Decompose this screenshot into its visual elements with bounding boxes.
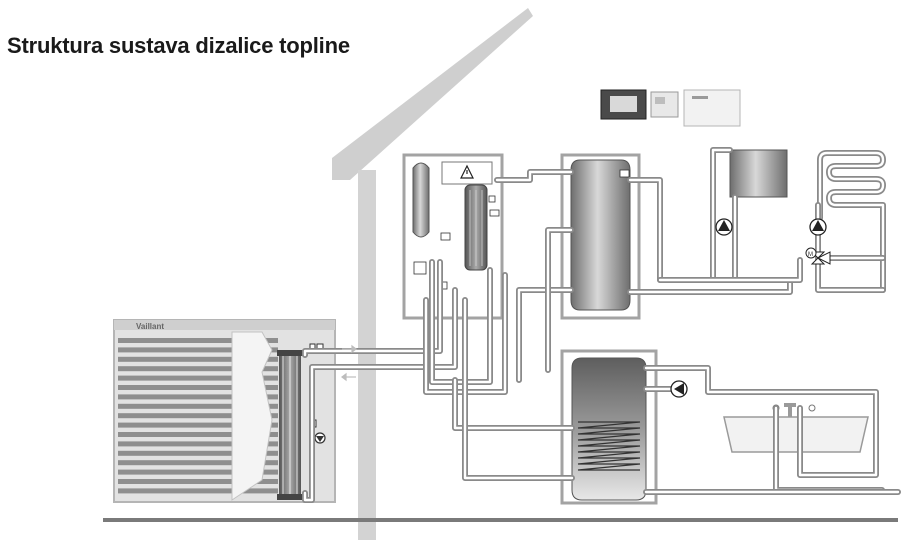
radiator-icon (729, 149, 788, 198)
mixing-valve-icon: M (805, 247, 831, 265)
underfloor-heating-icon (817, 150, 886, 293)
grille-slat (118, 469, 278, 475)
bathtub-icon (723, 403, 869, 453)
dhw-cylinder-icon (560, 349, 658, 505)
grille-slat (118, 479, 278, 484)
outdoor-unit-icon: Vaillant (113, 319, 336, 503)
pump-icon (670, 380, 688, 398)
hydraulic-module-icon (402, 153, 504, 320)
grille-slat (118, 394, 278, 400)
page-title: Struktura sustava dizalice topline (7, 33, 350, 58)
pipe-core (546, 228, 573, 372)
pipe-core (495, 170, 573, 182)
svg-text:M: M (808, 252, 813, 258)
pump-icon (715, 218, 733, 236)
pipe-core (816, 203, 885, 292)
pipe-core (628, 278, 792, 294)
pipe-core (517, 288, 573, 382)
pipe-core (453, 378, 574, 430)
pipe-core (303, 260, 442, 357)
pipe-outline (710, 147, 733, 283)
warning-icon (460, 164, 474, 179)
pipe-core (463, 298, 574, 480)
grille-slat (118, 347, 278, 353)
vaillant-logo: Vaillant (136, 322, 164, 331)
grille-slat (118, 432, 278, 437)
grille-slat (118, 385, 278, 390)
grille-slat (118, 356, 278, 362)
grille-slat (118, 366, 278, 372)
fan-grille (118, 338, 278, 494)
pipe-core (658, 258, 802, 282)
pipe-core (644, 366, 878, 477)
grille-slat (118, 460, 278, 466)
pipe-outline (657, 257, 803, 283)
pipe-outline (815, 202, 886, 293)
grille-slat (118, 338, 278, 343)
grille-slat (118, 375, 278, 381)
remote-control-icon (650, 91, 679, 118)
pipe-core (711, 148, 732, 282)
grille-slat (118, 450, 278, 456)
buffer-tank-icon (560, 153, 641, 320)
flow-arrows (341, 344, 357, 382)
controller-icon (600, 89, 647, 120)
pipe-outline (545, 227, 574, 373)
roof-icon (332, 8, 533, 540)
grille-slat (118, 413, 278, 419)
pipe-outline (452, 377, 575, 431)
grille-slat (118, 403, 278, 409)
grille-slat (118, 441, 278, 447)
pump-icon (809, 218, 827, 236)
grille-slat (118, 422, 278, 428)
pipe-core (303, 288, 457, 502)
grille-slat (118, 488, 278, 494)
floor-line (103, 518, 898, 522)
pipe-core (430, 260, 492, 384)
room-thermostat-icon (683, 89, 741, 127)
